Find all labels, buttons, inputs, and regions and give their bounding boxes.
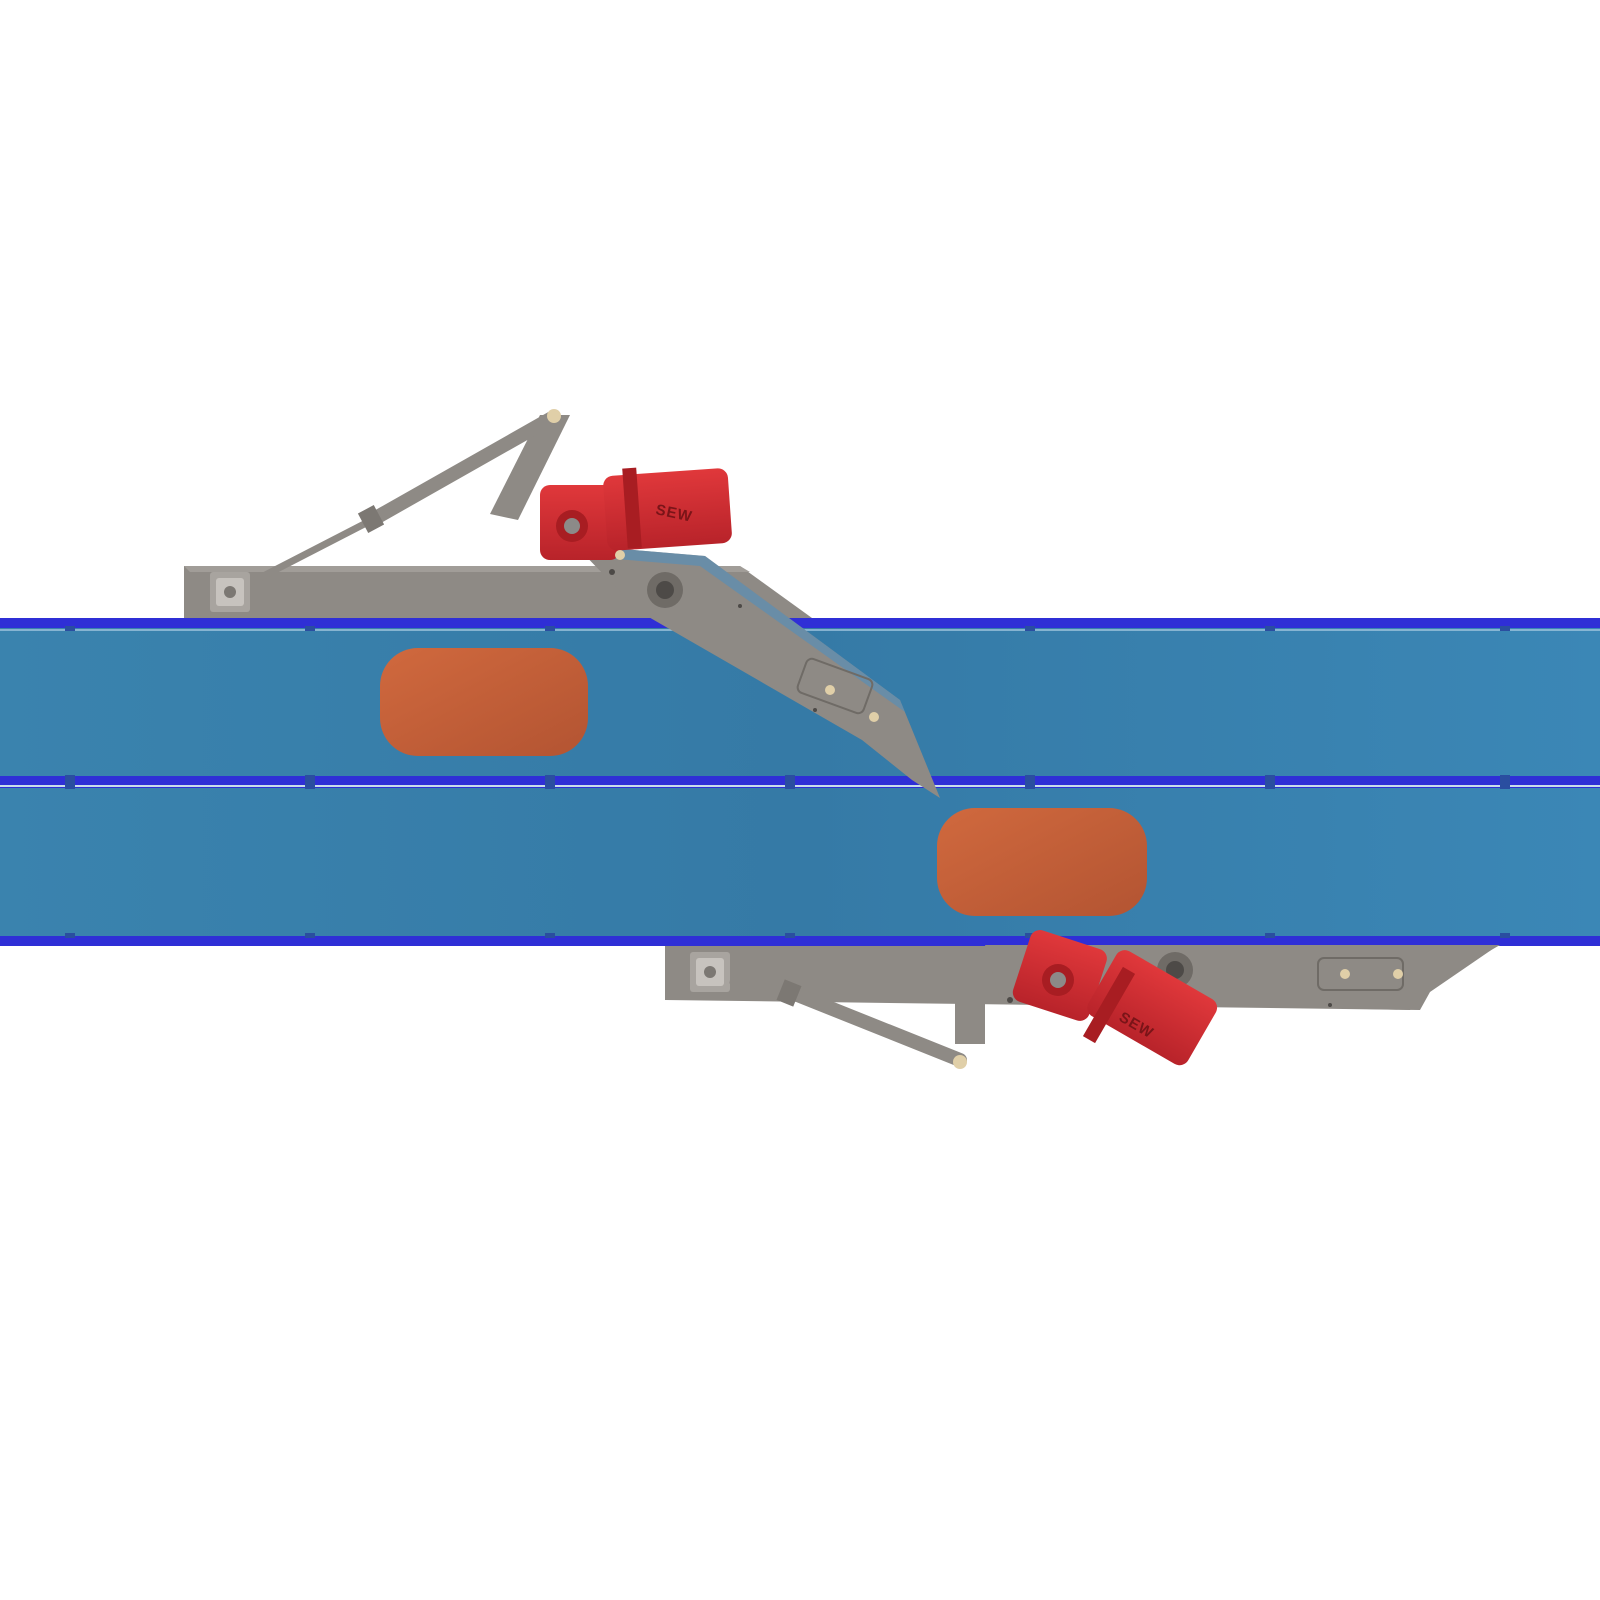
gear-motor-icon: SEW [540, 467, 732, 560]
package [380, 648, 588, 756]
gear-motor-icon: SEW [1012, 930, 1218, 1066]
bolt-icon [1393, 969, 1403, 979]
pneumatic-cylinder-icon [690, 952, 967, 1069]
bolt-icon [869, 712, 879, 722]
bolt-icon [825, 685, 835, 695]
bolt-icon [1340, 969, 1350, 979]
package [937, 808, 1147, 916]
pneumatic-cylinder-icon [210, 409, 561, 612]
lane-divider [0, 776, 1600, 788]
belt-joint-markers [65, 626, 1510, 938]
conveyor-belt-lower [0, 788, 1600, 946]
top-diverter-arm [490, 415, 940, 798]
